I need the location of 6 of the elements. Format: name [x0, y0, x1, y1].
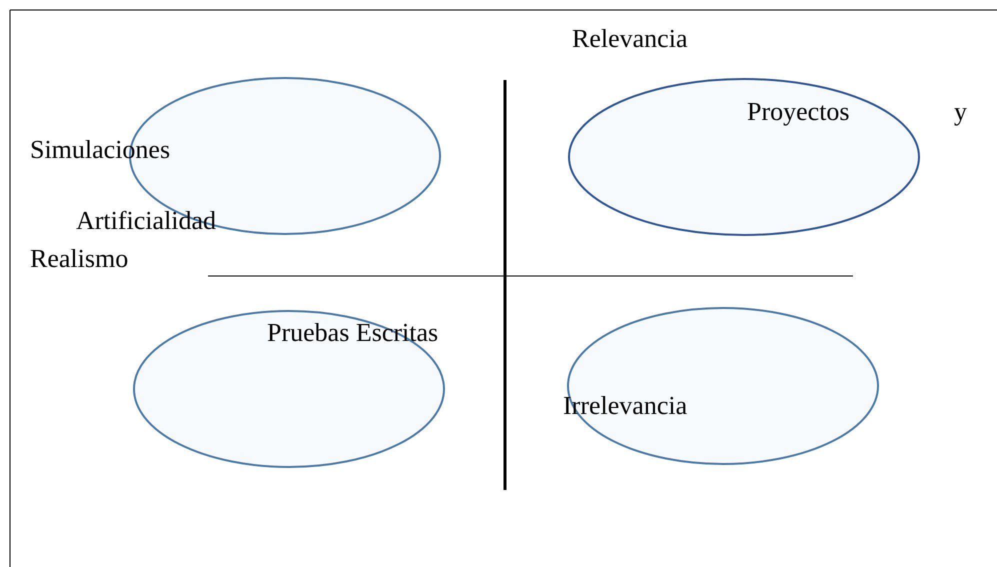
axis-label: Relevancia — [572, 24, 688, 54]
ellipse-shape — [568, 78, 920, 236]
quadrant-label: Proyectos y — [747, 97, 968, 127]
axis-label: Artificialidad — [76, 206, 216, 236]
ellipse-shape — [133, 310, 445, 468]
axis-label: Realismo — [30, 244, 128, 274]
